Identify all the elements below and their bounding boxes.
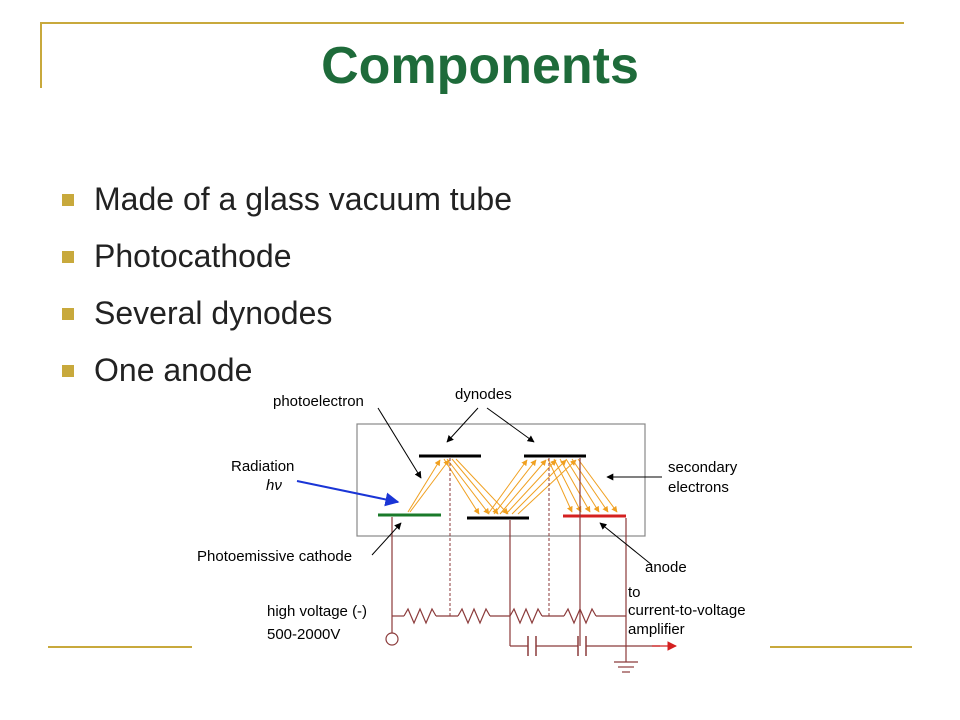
bullet-square-icon	[62, 251, 74, 263]
bullet-text: Made of a glass vacuum tube	[94, 181, 513, 217]
bullet-square-icon	[62, 308, 74, 320]
bullet-text: One anode	[94, 352, 253, 388]
frame-top-line	[40, 22, 904, 24]
label-photocathode: Photoemissive cathode	[197, 548, 352, 565]
electron-paths	[407, 458, 618, 515]
label-pointers	[371, 407, 662, 566]
slide-title: Components	[321, 37, 639, 95]
label-h-nu: hν	[266, 477, 282, 494]
bullet-text: Photocathode	[94, 238, 292, 274]
bullet-item: Made of a glass vacuum tube	[60, 176, 512, 233]
label-converter: current-to-voltage	[628, 602, 746, 619]
label-secondary: secondary	[668, 459, 738, 476]
label-anode: anode	[645, 559, 687, 576]
bullet-square-icon	[62, 365, 74, 377]
bullet-list: Made of a glass vacuum tube Photocathode…	[60, 176, 512, 404]
label-electrons: electrons	[668, 479, 729, 496]
circuit-wiring	[391, 458, 660, 673]
vacuum-tube-outline	[356, 423, 646, 537]
label-voltage-range: 500-2000V	[267, 626, 340, 643]
bullet-text: Several dynodes	[94, 295, 333, 331]
radiation-arrow	[296, 480, 400, 507]
frame-bottom-left-line	[48, 646, 192, 648]
frame-bottom-right-line	[770, 646, 912, 648]
bullet-square-icon	[62, 194, 74, 206]
label-photoelectron: photoelectron	[273, 393, 364, 410]
high-voltage-terminal	[385, 632, 399, 646]
label-high-voltage: high voltage (-)	[267, 603, 367, 620]
label-radiation: Radiation	[231, 458, 294, 475]
label-to: to	[628, 584, 641, 601]
bullet-item: One anode	[60, 347, 512, 404]
frame-left-line	[40, 22, 42, 88]
label-amplifier: amplifier	[628, 621, 685, 638]
label-dynodes: dynodes	[455, 386, 512, 403]
bullet-item: Several dynodes	[60, 290, 512, 347]
bullet-item: Photocathode	[60, 233, 512, 290]
